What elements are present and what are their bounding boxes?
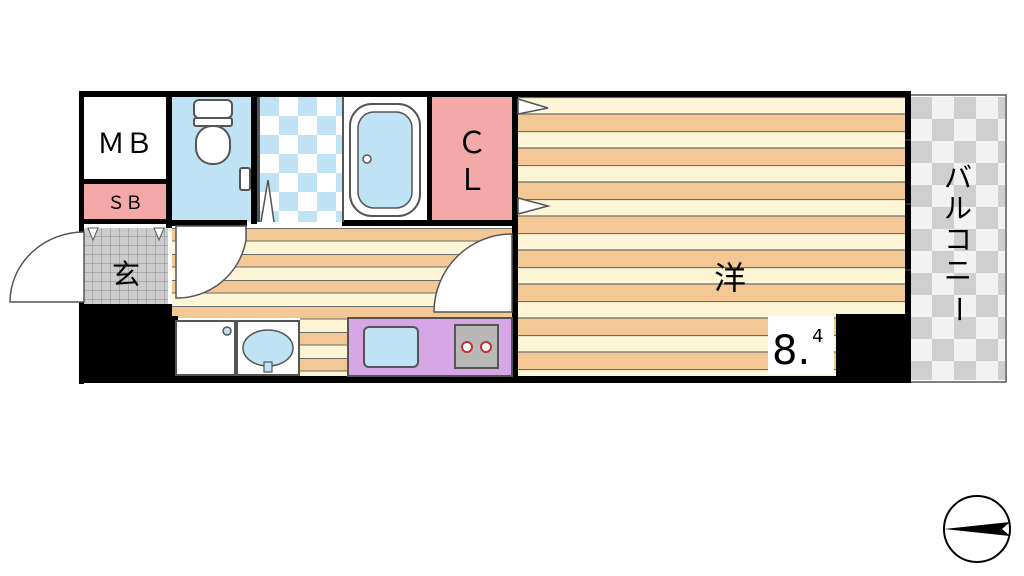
toilet-icon (193, 99, 251, 191)
genkan-label: 玄 (112, 258, 140, 291)
western-room-label: 洋 (714, 259, 746, 297)
mb-label: ＭＢ (97, 127, 153, 160)
meter-box (84, 97, 166, 180)
balcony-floor (910, 97, 1005, 380)
shoe-box (84, 184, 166, 220)
bath-tub-partition (342, 97, 344, 222)
balcony-char: コ (944, 223, 972, 256)
closet-label-c: Ｃ (457, 126, 487, 161)
drain-icon (222, 326, 232, 336)
window-marks (905, 139, 911, 271)
closet-label-l: Ｌ (457, 163, 487, 198)
hallway-floor-lower (300, 318, 350, 376)
balcony-label: バ ル コ ニ ー (942, 161, 975, 323)
washbasin-icon (236, 320, 300, 376)
door-swings (9, 225, 513, 313)
balcony-char: バ (944, 161, 972, 194)
sink-icon (363, 326, 419, 368)
bathtub-icon (349, 103, 421, 217)
genkan-floor (84, 228, 168, 304)
balcony-char: ル (944, 192, 972, 225)
size-label-bg (768, 316, 834, 374)
stove-icon (454, 324, 499, 369)
genkan-step-marks (87, 227, 165, 242)
room-size-fraction: 4 (812, 326, 823, 347)
bathroom-floor (260, 97, 342, 222)
balcony-char: ー (942, 295, 975, 323)
room-size-main: 8. (772, 328, 810, 374)
bath-door-icon (260, 179, 275, 223)
north-arrow-icon (943, 495, 1011, 563)
bath-partition (257, 97, 260, 222)
sb-label: ＳＢ (107, 193, 143, 214)
closet (432, 97, 512, 222)
closet-door-icon (517, 97, 551, 215)
balcony-char: ニ (944, 254, 972, 287)
